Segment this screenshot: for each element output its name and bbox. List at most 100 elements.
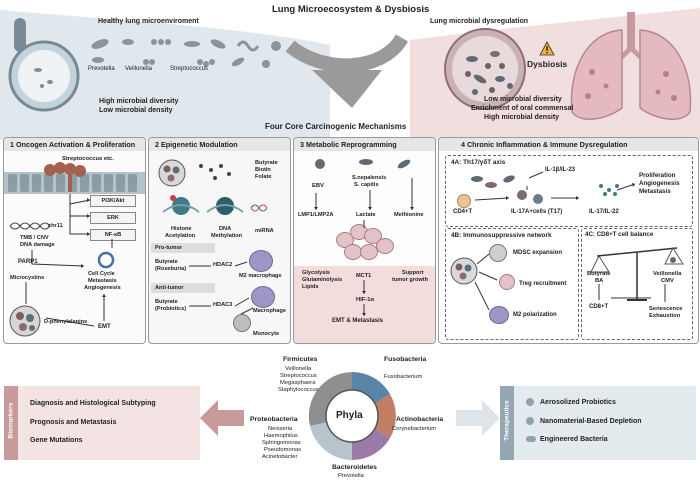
s-nepalensis-label: S.nepalensis bbox=[352, 175, 387, 181]
mct1-label: MCT1 bbox=[356, 273, 372, 279]
mirna-label: miRNA bbox=[255, 228, 274, 234]
butyrate-roseburia-1: Butyrate bbox=[155, 259, 178, 265]
m2-macrophage-label: M2 macrophage bbox=[239, 273, 282, 279]
mdsc-cell-icon bbox=[489, 244, 507, 262]
actinobacteria-genus-1: Corynebacterium bbox=[392, 426, 437, 432]
folate-label: Folate bbox=[255, 174, 272, 180]
treg-label: Treg recruitment bbox=[519, 281, 567, 287]
panel4a-box bbox=[445, 155, 693, 227]
panel4c-title: 4C: CD8+T cell balance bbox=[585, 231, 654, 238]
healthy-bacteria-3: Streptococcus bbox=[170, 66, 209, 72]
therapeutics-panel: Therapeutics Aerosolized Probiotics Nano… bbox=[500, 386, 696, 460]
firmicutes-genus-3: Megasphaera bbox=[280, 380, 316, 386]
chr11-label: chr11 bbox=[48, 223, 63, 229]
healthy-feature-1: High microbial diversity bbox=[99, 98, 179, 105]
pathway-erk: ERK bbox=[90, 212, 136, 224]
histone-icon bbox=[162, 195, 268, 215]
support-label: Support bbox=[402, 270, 424, 276]
glycolysis-label: Glycolysis bbox=[302, 270, 330, 276]
therapeutic-item-1: Aerosolized Probiotics bbox=[540, 399, 616, 406]
panel-oncogen-activation: 1 Oncogen Activation & Proliferation Str… bbox=[3, 137, 146, 344]
emt-label: EMT bbox=[98, 324, 111, 330]
glutaminolysis-label: Glutaminolysis bbox=[302, 277, 343, 283]
therapeutics-side-tab bbox=[500, 386, 514, 460]
dysbiosis-alveolus-icon bbox=[444, 28, 526, 110]
biomarkers-arrow-icon bbox=[200, 400, 244, 436]
pathway-pi3k: PI3K/Akt bbox=[90, 195, 136, 207]
anti-tumor-tag: Anti-tumor bbox=[151, 283, 215, 293]
tumor-cluster-icon bbox=[9, 305, 41, 337]
dysbiosis-label: Dysbiosis bbox=[527, 59, 568, 69]
panel4c-box bbox=[581, 228, 693, 340]
panel-epigenetic-modulation: 2 Epigenetic Modulation Butyrate Biotin … bbox=[148, 137, 291, 344]
page-title: Lung Microecosystem & Dysbiosis bbox=[272, 4, 430, 15]
dysbiosis-feature-1: Low microbial diversity bbox=[484, 96, 562, 103]
panel3-bacteria-icon bbox=[315, 159, 411, 169]
warning-icon bbox=[539, 41, 555, 56]
panel4c-arrows bbox=[598, 284, 666, 302]
acetylation-label: Acetylation bbox=[165, 233, 196, 239]
panel4b-title: 4B: Immunosuppressive network bbox=[451, 232, 552, 239]
il17-label: IL-17/IL-22 bbox=[589, 209, 619, 215]
panel1-arrows bbox=[25, 194, 113, 327]
m2-macrophage-icon bbox=[249, 250, 273, 272]
proteobacteria-genus-5: Acinetobacter bbox=[262, 454, 298, 460]
butyrate-roseburia-2: (Roseburia) bbox=[155, 266, 187, 272]
firmicutes-name: Firmicutes bbox=[283, 356, 318, 363]
therapeutic-item-2: Nanomaterial-Based Depletion bbox=[540, 418, 642, 425]
mechanisms-title: Four Core Carcinogenic Mechanisms bbox=[265, 122, 407, 131]
biotin-label: Biotin bbox=[255, 167, 271, 173]
actinobacteria-name: Actinobacteria bbox=[396, 416, 444, 423]
fusobacteria-name: Fusobacteria bbox=[384, 356, 427, 363]
methylation-label: Methylation bbox=[211, 233, 243, 239]
epithelium-icon bbox=[4, 162, 145, 194]
cmv-label: CMV bbox=[661, 278, 674, 284]
healthy-alveolus-icon bbox=[8, 18, 80, 112]
biomarkers-side-tab bbox=[4, 386, 18, 460]
angiogenesis-outcome-label: Angiogenesis bbox=[639, 180, 680, 187]
healthy-title: Healthy lung microenviroment bbox=[98, 18, 199, 25]
histone-label: Histone bbox=[171, 226, 192, 232]
butyrate-probiotics-2: (Probiotics) bbox=[155, 306, 187, 312]
bacteroidetes-genus-1: Prevotella bbox=[338, 473, 364, 479]
metastasis-outcome-label: Metastasis bbox=[639, 188, 671, 195]
macrophage-label: Macrophage bbox=[253, 308, 286, 314]
parp1-label: PARP1 bbox=[18, 259, 38, 265]
proteobacteria-genus-3: Sphingomonas bbox=[262, 440, 301, 446]
nanomaterial-icon bbox=[526, 417, 534, 425]
metabolite-dots-icon bbox=[199, 164, 231, 180]
panel4-title: 4 Chronic Inflammation & Immune Dysregul… bbox=[439, 138, 698, 151]
healthy-bacteria-1: Prevotella bbox=[88, 66, 115, 72]
dna-label: DNA bbox=[219, 226, 232, 232]
panel4a-bacteria-icon bbox=[471, 175, 515, 188]
phyla-center-label: Phyla bbox=[336, 410, 363, 421]
fusobacteria-genus-1: Fusobacterium bbox=[384, 374, 423, 380]
pro-tumor-tag: Pro-tumor bbox=[151, 243, 215, 253]
ebv-label: EBV bbox=[312, 183, 324, 189]
cd4-cell-icon bbox=[457, 194, 471, 208]
hdac3-label: HDAC3 bbox=[213, 302, 233, 308]
panel2-arrows bbox=[189, 261, 254, 315]
hif-label: HIF-1α bbox=[356, 297, 375, 303]
firmicutes-genus-1: Veillonella bbox=[285, 366, 312, 372]
bacteria-cluster-icon bbox=[158, 159, 186, 187]
s-capitis-label: S. capitis bbox=[354, 182, 379, 188]
transition-arrow-icon bbox=[285, 34, 409, 108]
therapeutics-label: Therapeutics bbox=[503, 400, 511, 441]
hdac2-label: HDAC2 bbox=[213, 262, 233, 268]
macrophage-icon bbox=[251, 286, 275, 308]
cd8-label: CD8+T bbox=[589, 304, 609, 310]
proteobacteria-genus-2: Haemophilus bbox=[264, 433, 298, 439]
proteobacteria-genus-1: Neisseria bbox=[268, 426, 293, 432]
panel4b-tumor-icon bbox=[450, 257, 478, 285]
methionine-label: Methionine bbox=[394, 212, 424, 218]
dna-damage-label: DNA damage bbox=[20, 242, 55, 248]
il17a-cell-icon bbox=[517, 190, 527, 200]
il1b-label: IL-1β/IL-23 bbox=[545, 167, 575, 173]
healthy-bacteria-icons bbox=[91, 39, 281, 68]
therapeutic-item-3: Engineered Bacteria bbox=[540, 436, 608, 443]
monocyte-icon bbox=[233, 314, 251, 332]
pathway-nfkb: NF-κB bbox=[90, 229, 136, 241]
lungs-icon bbox=[570, 12, 692, 120]
tmb-label: TMB / CNV bbox=[20, 235, 49, 241]
